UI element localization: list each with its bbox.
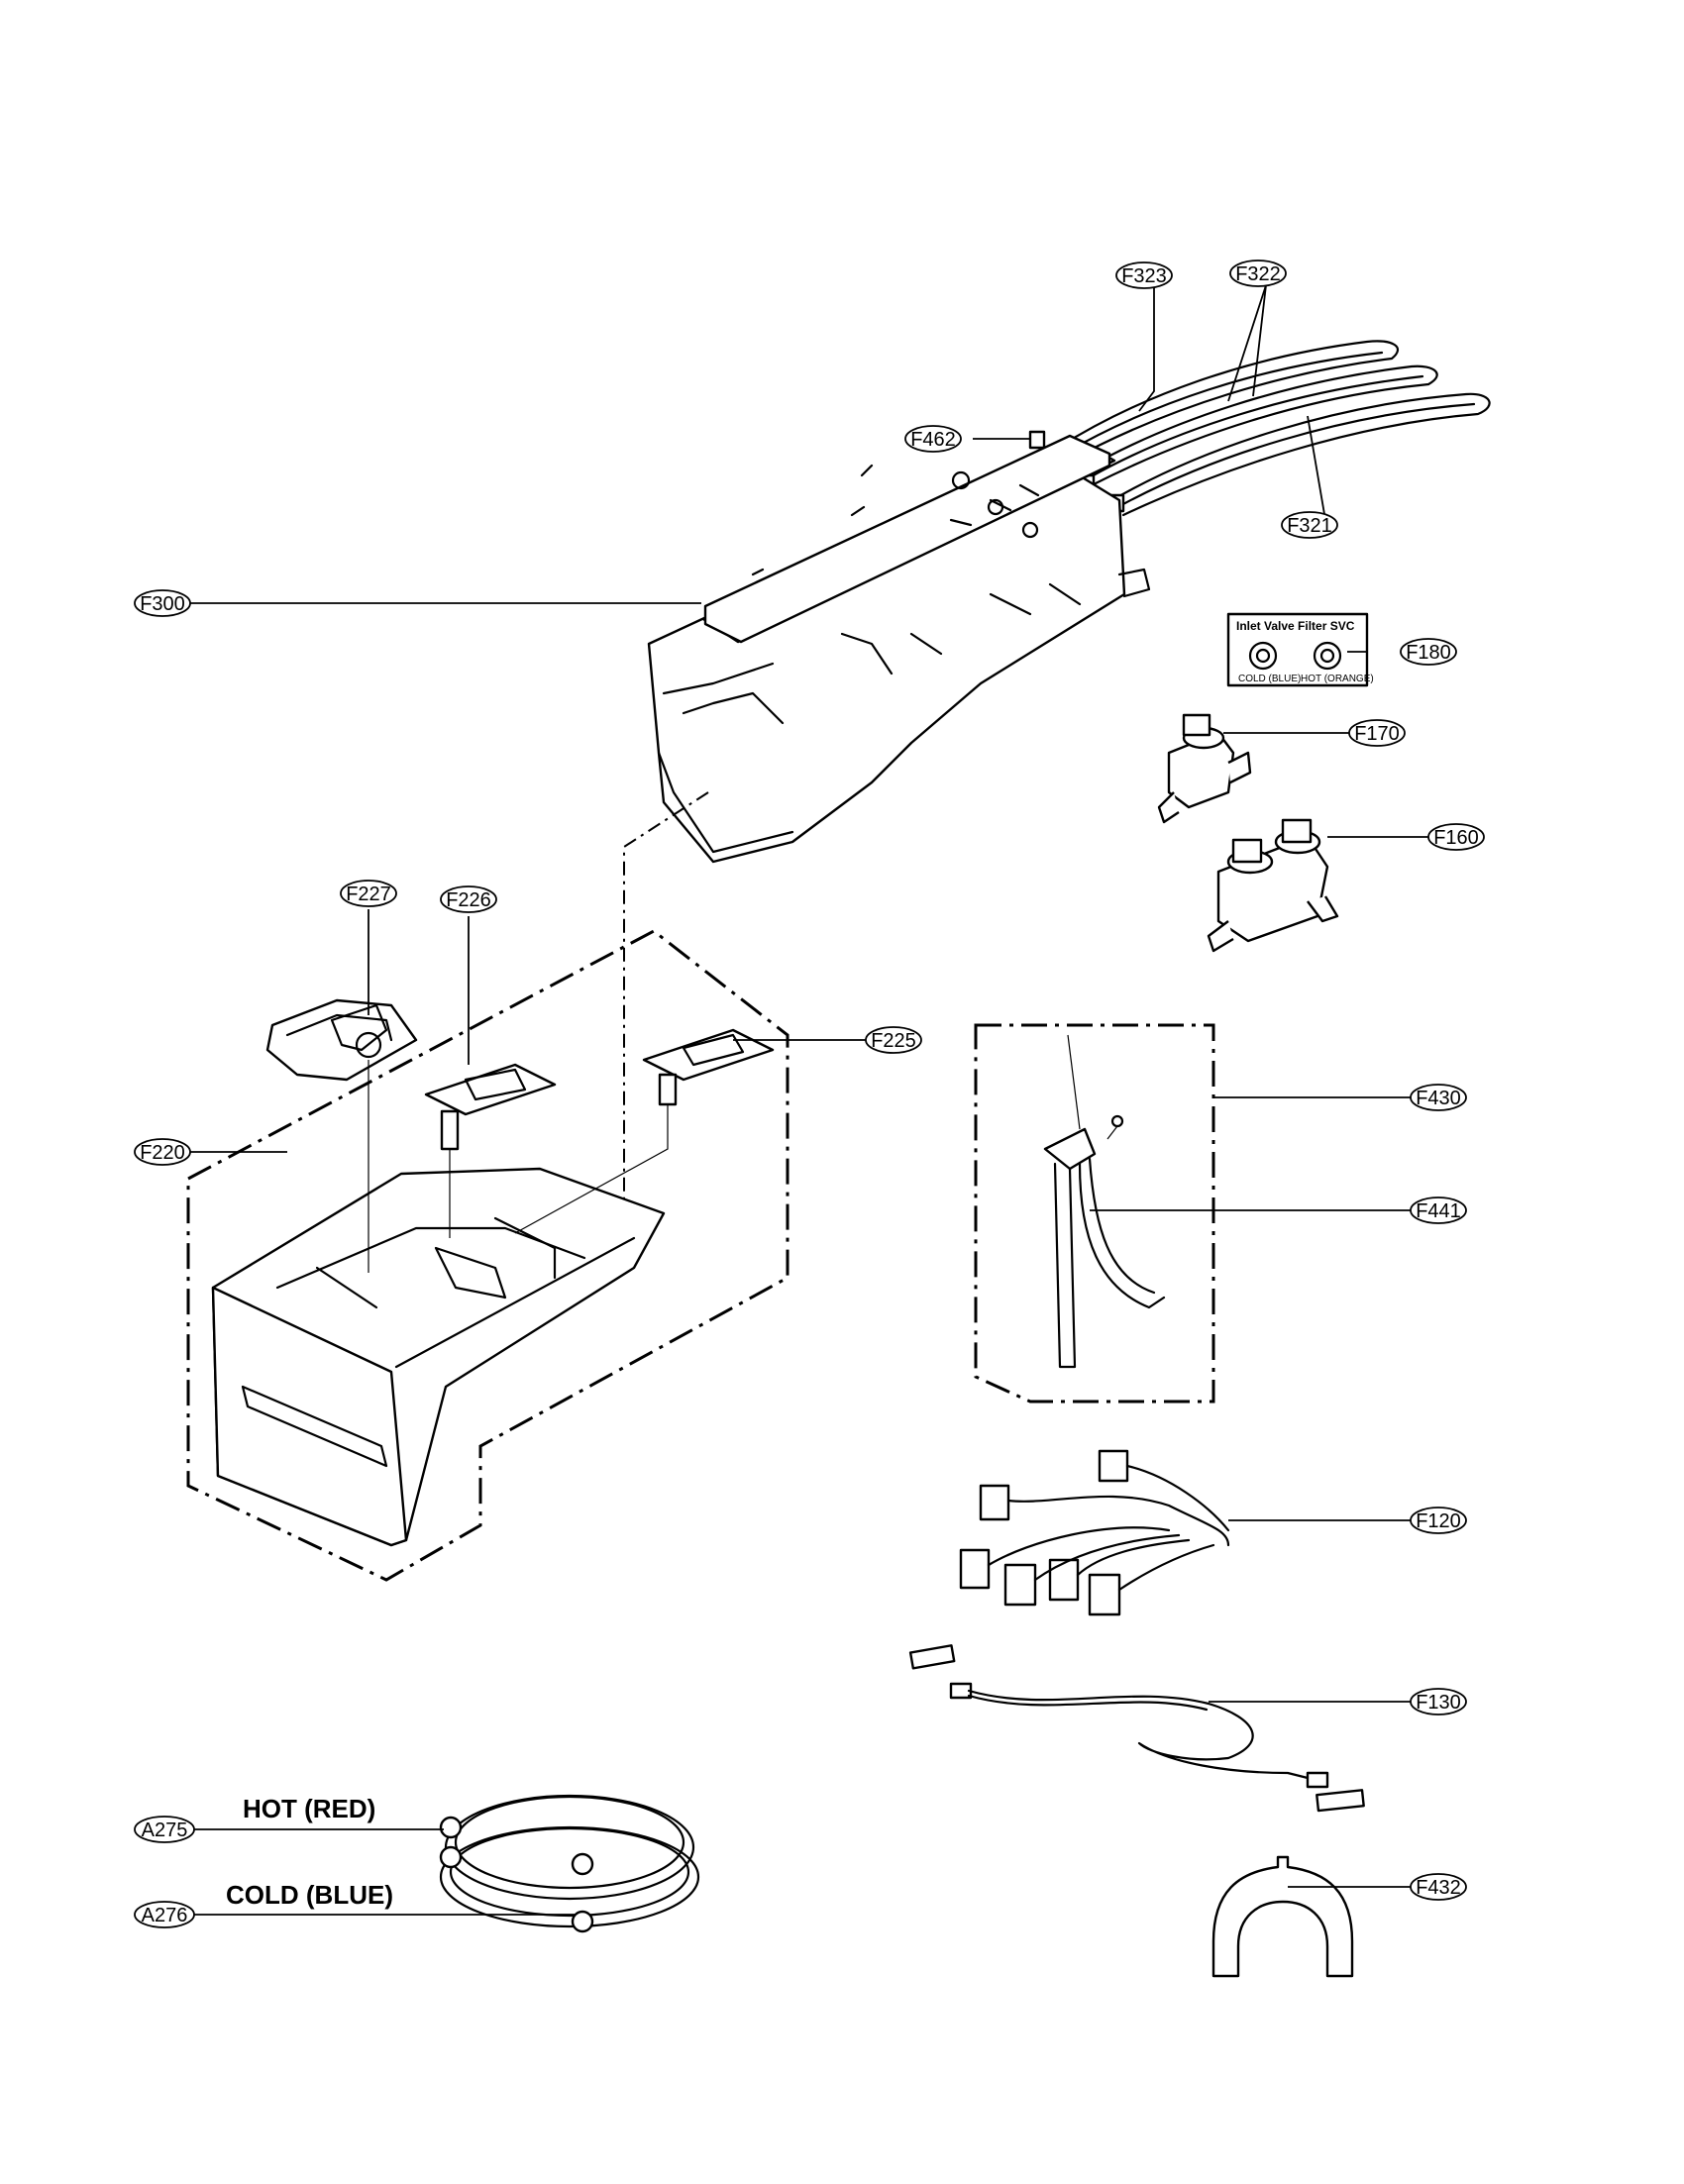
assembly-line-f225 (514, 1104, 669, 1234)
label-f300: F300 (140, 593, 185, 615)
label-a275: A275 (142, 1820, 188, 1841)
callout-f120 (1410, 1507, 1467, 1534)
label-f226: F226 (446, 889, 491, 911)
inlet-valve-filter-box: Inlet Valve Filter SVC COLD (BLUE) HOT (… (1226, 612, 1374, 687)
label-f441: F441 (1416, 1200, 1461, 1222)
callout-f300 (134, 589, 191, 617)
callout-f462 (904, 425, 962, 453)
drawer-assembly-boundary (186, 929, 789, 1582)
callout-f321 (1281, 511, 1338, 539)
callout-f430 (1410, 1084, 1467, 1111)
assembly-line-housing-drawer (603, 791, 709, 1209)
label-f170: F170 (1354, 723, 1400, 745)
callout-f160 (1427, 823, 1485, 851)
callout-f322 (1229, 260, 1287, 287)
label-f430: F430 (1416, 1088, 1461, 1109)
callout-f441 (1410, 1196, 1467, 1224)
inlet-valve-single (1157, 713, 1252, 824)
label-f227: F227 (346, 884, 391, 905)
drain-tube-assembly (1043, 1034, 1166, 1369)
hose-guide-clip (1211, 1855, 1354, 1978)
callout-f227 (340, 880, 397, 907)
wire-harness-f120 (959, 1449, 1230, 1616)
callout-f226 (440, 885, 497, 913)
filter-cold-label: COLD (BLUE) (1238, 674, 1301, 684)
inlet-valve-double (1207, 818, 1339, 953)
hose-assembly-boundary (974, 1023, 1215, 1404)
cold-hose-label: COLD (BLUE) (226, 1880, 393, 1910)
label-f322: F322 (1235, 263, 1281, 285)
callout-f180 (1400, 638, 1457, 666)
siphon-cap-right (642, 1028, 775, 1106)
siphon-cap-center (424, 1063, 557, 1151)
softener-cap (265, 998, 418, 1082)
label-f180: F180 (1406, 642, 1451, 664)
callout-a276 (134, 1901, 195, 1928)
callout-f220 (134, 1138, 191, 1166)
water-inlet-hoses (439, 1794, 700, 1933)
callout-f130 (1410, 1688, 1467, 1716)
callout-f323 (1115, 261, 1173, 289)
callout-f170 (1348, 719, 1406, 747)
leader-lines (190, 280, 1431, 1916)
dispenser-housing (647, 434, 1151, 864)
label-a276: A276 (142, 1905, 188, 1926)
inlet-hoses (1056, 340, 1491, 517)
callout-labels: F323 F322 F462 F321 F300 F180 F170 F160 … (134, 260, 1485, 1928)
filter-hot-label: HOT (ORANGE) (1301, 674, 1374, 684)
callout-f225 (865, 1026, 922, 1054)
wire-harness-f130 (908, 1644, 1365, 1813)
label-f432: F432 (1416, 1877, 1461, 1899)
label-f160: F160 (1433, 827, 1479, 849)
label-f220: F220 (140, 1142, 185, 1164)
filter-box-title: Inlet Valve Filter SVC (1236, 619, 1355, 633)
callout-f432 (1410, 1873, 1467, 1901)
label-f130: F130 (1416, 1692, 1461, 1714)
label-f120: F120 (1416, 1510, 1461, 1532)
detergent-drawer (211, 1167, 666, 1547)
label-f225: F225 (871, 1030, 916, 1052)
label-f321: F321 (1287, 515, 1332, 537)
label-f323: F323 (1121, 265, 1167, 287)
callout-a275 (134, 1816, 195, 1843)
label-f462: F462 (910, 429, 956, 451)
hot-hose-label: HOT (RED) (243, 1794, 375, 1823)
